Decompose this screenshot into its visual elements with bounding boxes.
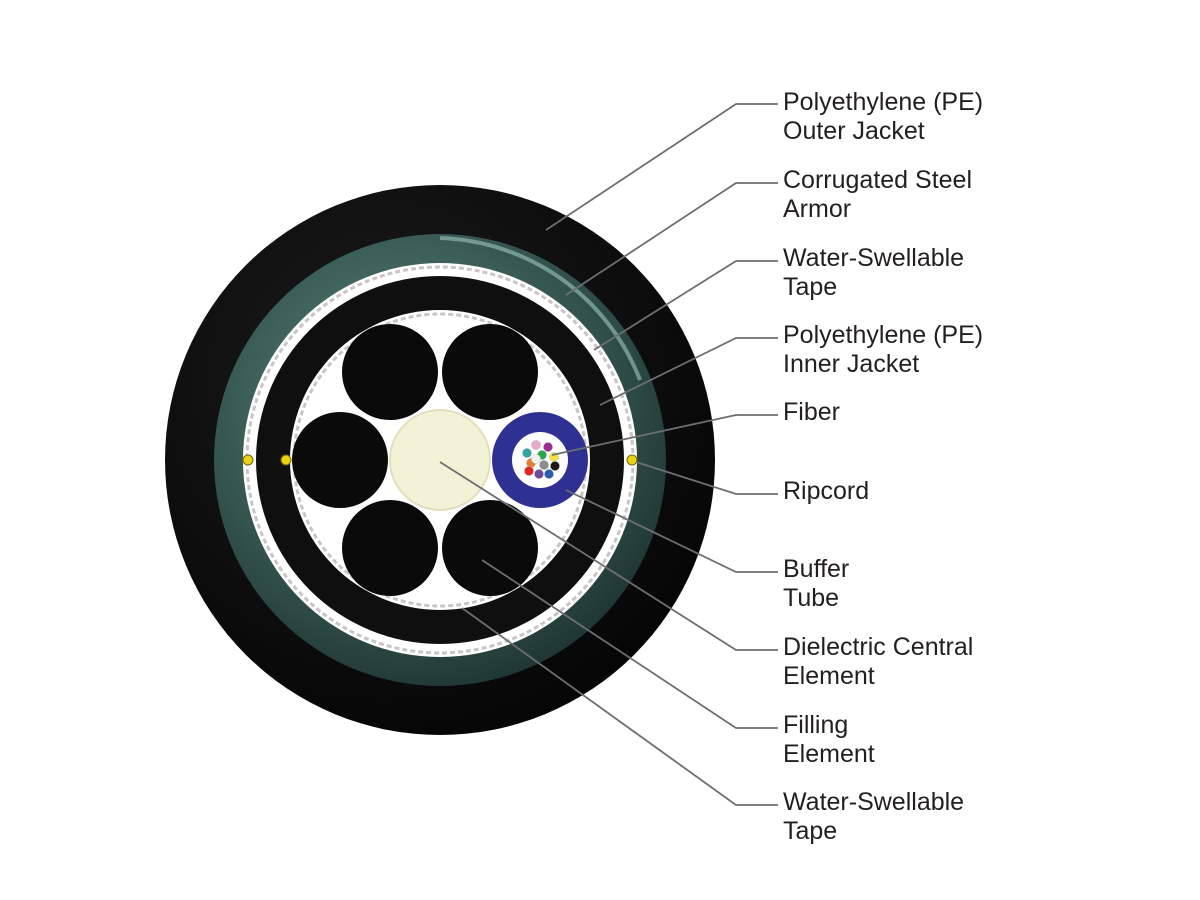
fiber-strand	[531, 454, 541, 464]
fiber-strand	[522, 448, 532, 458]
leader-water-tape-inner	[461, 607, 778, 806]
fiber-bundle	[522, 440, 560, 479]
filling-element-5	[442, 500, 538, 596]
fiber-strand	[524, 466, 534, 476]
leader-water-tape-outer	[593, 260, 778, 351]
fiber-strand	[531, 440, 541, 450]
fiber-strand	[544, 469, 554, 479]
leader-pe-inner-jacket	[599, 337, 778, 406]
fiber-strand	[543, 442, 553, 452]
fiber-strand	[550, 461, 560, 471]
armor-overlap-highlight	[439, 236, 642, 381]
leader-steel-armor	[565, 182, 778, 296]
label-pe-outer-jacket: Polyethylene (PE)Outer Jacket	[783, 88, 984, 145]
filling-element-1	[342, 324, 438, 420]
ripcord-left-inner	[280, 454, 292, 466]
filling-element-4	[342, 500, 438, 596]
leader-fiber	[551, 414, 778, 456]
filling-element-2	[442, 324, 538, 420]
label-pe-inner-jacket: Polyethylene (PE)Inner Jacket	[783, 321, 984, 378]
leader-ripcord	[635, 461, 778, 495]
ripcord-left-outer	[242, 454, 254, 466]
leader-pe-outer-jacket	[545, 103, 778, 231]
leader-filling-element	[481, 559, 778, 729]
fiber-strand	[534, 469, 544, 479]
label-ripcord: Ripcord	[783, 477, 870, 505]
central-element	[389, 409, 491, 511]
leader-buffer-tube	[565, 489, 778, 573]
leader-central-element	[439, 461, 778, 651]
fiber-strand	[539, 460, 549, 470]
label-fiber: Fiber	[783, 398, 840, 426]
filling-element-3	[292, 412, 388, 508]
ripcord-right	[626, 454, 638, 466]
